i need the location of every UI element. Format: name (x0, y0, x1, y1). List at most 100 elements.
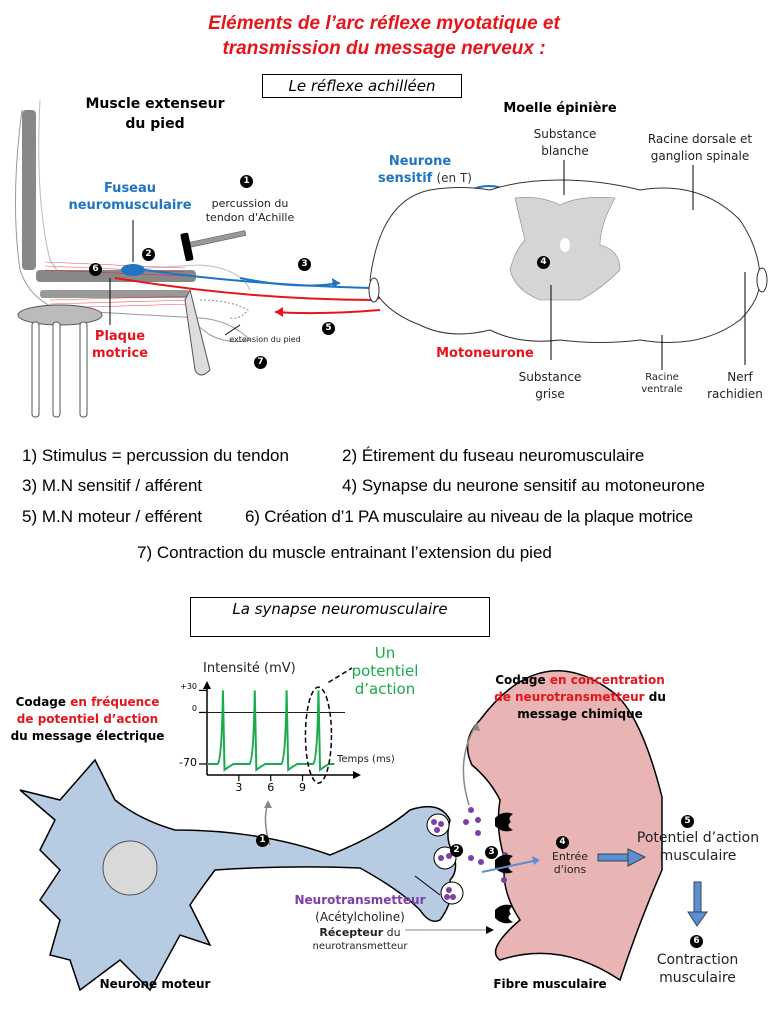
ventral-root-label-1: Racine (645, 372, 679, 383)
y-tick-label: 0 (191, 704, 197, 714)
sensory-word: sensitif (378, 171, 433, 186)
y-tick-label: -70 (179, 755, 197, 769)
marker-1: 1 (240, 175, 253, 188)
foot-extension-outline (199, 299, 249, 319)
sensory-neuron-label: Neurone (388, 154, 452, 169)
receptor-du: du (386, 926, 401, 939)
synapse-section-label: La synapse neuromusculaire (190, 597, 490, 637)
annotation-pointer (328, 667, 353, 684)
nerve-cut-left (368, 277, 380, 303)
motoneuron-label: Motoneurone (436, 346, 534, 361)
freq-coding-word: Codage (15, 695, 67, 709)
conc-coding-line-3: message chimique (517, 707, 643, 721)
legend-item-7: 7) Contraction du muscle entrainant l’ex… (137, 543, 552, 562)
muscle-ap-label-1: Potentiel d’action (636, 830, 760, 846)
legend-item-1: 1) Stimulus = percussion du tendon (22, 446, 289, 465)
femur-bone (22, 110, 36, 270)
ap-annotation-3: d’action (354, 680, 416, 698)
stool-legs (31, 321, 88, 418)
spinal-cord-title: Moelle épinière (503, 101, 617, 116)
fibula-bone (40, 290, 190, 298)
neurotransmitter-dots (431, 807, 508, 900)
page-title-line-2: transmission du message nerveux : (222, 38, 546, 59)
reflex-hammer (180, 230, 247, 262)
acetylcholine-label: (Acétylcholine) (315, 910, 405, 924)
spinal-nerve-label-2: rachidien (707, 387, 763, 401)
ion-entry-label-2: d'ions (553, 863, 587, 876)
sensory-arrow (239, 277, 341, 287)
receptor-label-1: Récepteur du (280, 925, 440, 940)
spindle-label-2: neuromusculaire (68, 198, 192, 213)
ap-annotation-1: Un (374, 644, 396, 662)
marker-2: 2 (142, 248, 155, 261)
syn-marker-4: 4 (556, 836, 569, 849)
single-ap-highlight (304, 686, 333, 784)
syn-marker-3: 3 (485, 846, 498, 859)
percussion-label-1: percussion du (211, 197, 289, 210)
muscle-spindle (121, 264, 145, 276)
contraction-label-1: Contraction (656, 952, 739, 968)
muscle-label-1: Muscle extenseur (85, 96, 225, 112)
nerve-cut-right (756, 267, 768, 293)
legend-item-6: 6) Création d’1 PA musculaire au niveau … (245, 507, 693, 526)
label-pointers (224, 160, 746, 370)
ventral-root-label-2: ventrale (641, 384, 683, 395)
legend-item-3: 3) M.N sensitif / afférent (22, 476, 203, 495)
ion-entry-arrow (481, 859, 539, 873)
arrow-to-concentration (462, 724, 477, 806)
freq-coding-red: en fréquence (70, 695, 160, 709)
chart-xlabel: Temps (ms) (337, 754, 395, 765)
white-matter-label-2: blanche (541, 144, 589, 158)
freq-coding-line-2: de potentiel d’action (16, 712, 159, 726)
sensory-neuron-label-2: sensitif (en T) (370, 171, 480, 186)
x-tick-label: 6 (267, 781, 275, 794)
grey-matter-label-1: Substance (518, 370, 582, 384)
plaque-label-2: motrice (91, 346, 149, 361)
page-title-line-1: Eléments de l’arc réflexe myotatique et (208, 13, 560, 34)
dorsal-root-label-1: Racine dorsale et (647, 132, 753, 146)
syn-marker-1: 1 (256, 834, 269, 847)
chart-ylabel: Intensité (mV) (203, 661, 296, 676)
ap-trace (207, 690, 335, 772)
ion-entry-label-1: Entrée (551, 850, 589, 863)
motor-neuron-body (19, 758, 457, 992)
marker-3: 3 (298, 258, 311, 271)
reflex-diagram (14, 99, 768, 418)
legend-item-2: 2) Étirement du fuseau neuromusculaire (342, 446, 645, 465)
x-tick-label: 3 (235, 781, 243, 794)
contraction-label-2: musculaire (659, 970, 736, 986)
muscle-label-2: du pied (125, 116, 185, 132)
x-axis-arrow (353, 771, 361, 779)
y-tick-label: +30 (180, 682, 197, 692)
marker-5: 5 (322, 322, 335, 335)
conc-coding-word: Codage (495, 673, 546, 687)
conc-coding-red-2: de neurotransmetteur (494, 690, 645, 704)
motor-arrow (274, 309, 381, 315)
marker-7: 7 (254, 356, 267, 369)
syn-marker-6: 6 (690, 935, 703, 948)
syn-marker-5: 5 (681, 815, 694, 828)
neurotransmitter-label: Neurotransmetteur (294, 893, 426, 907)
motor-neuron-label: Neurone moteur (99, 977, 211, 991)
dorsal-root-label-2: ganglion spinale (650, 149, 750, 163)
percussion-label-2: tendon d'Achille (205, 211, 295, 224)
marker-4: 4 (537, 256, 550, 269)
legend-item-4: 4) Synapse du neurone sensitif au motone… (342, 476, 705, 495)
conc-coding-du: du (648, 690, 666, 704)
reflex-section-label: Le réflexe achilléen (262, 74, 462, 98)
sensory-suffix: (en T) (436, 171, 472, 185)
receptor-label-2: neurotransmetteur (312, 941, 408, 952)
legend-item-5: 5) M.N moteur / efférent (22, 507, 203, 526)
plaque-label-1: Plaque (94, 329, 146, 344)
receptor-bold: Récepteur (319, 926, 384, 939)
y-axis-arrow (203, 681, 211, 689)
extension-label: extension du pied (229, 335, 301, 344)
x-tick-label: 9 (299, 781, 307, 794)
muscle-fibre-label: Fibre musculaire (493, 977, 607, 991)
muscle-fibre (466, 670, 663, 982)
tibia-bone (36, 270, 196, 282)
spindle-label-1: Fuseau (103, 181, 157, 196)
grey-matter-label-2: grise (535, 387, 565, 401)
